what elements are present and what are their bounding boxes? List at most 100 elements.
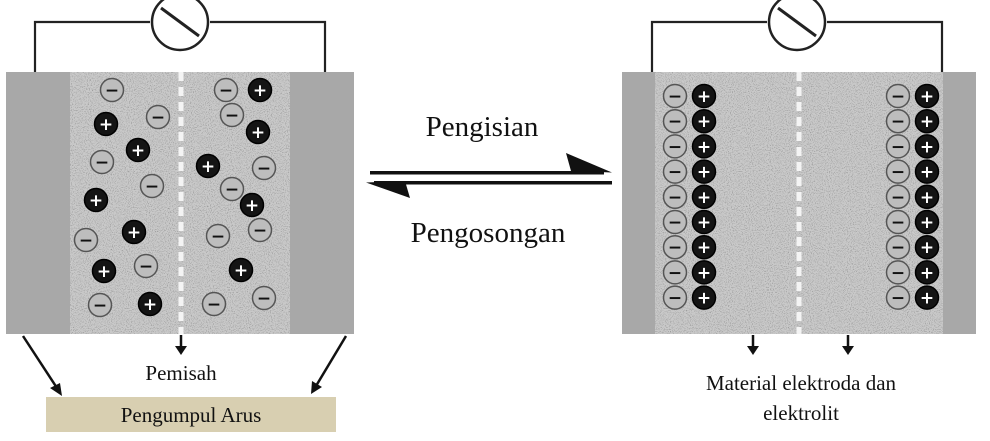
positive-ion-symbol: +	[697, 112, 711, 132]
negative-ion-symbol: −	[891, 87, 905, 107]
negative-ion: −	[885, 134, 911, 159]
positive-ion-symbol: +	[697, 238, 711, 258]
current-collector-box	[46, 397, 336, 432]
negative-ion: −	[662, 234, 688, 260]
positive-ion: +	[121, 219, 147, 245]
electrode-material-label-line2: elektrolit	[763, 401, 839, 425]
current-collector-label: Pengumpul Arus	[121, 403, 262, 427]
positive-ion-symbol: +	[697, 263, 711, 283]
negative-ion-symbol: −	[95, 153, 109, 173]
positive-ion: +	[691, 159, 717, 184]
negative-ion: −	[219, 176, 245, 202]
negative-ion: −	[213, 77, 239, 103]
negative-ion-symbol: −	[668, 213, 682, 233]
electrode-arrowhead	[747, 346, 759, 355]
left-collector-arrow-right	[314, 335, 348, 387]
positive-ion-symbol: +	[697, 137, 711, 157]
negative-ion-symbol: −	[139, 257, 153, 277]
negative-ion-symbol: −	[211, 227, 225, 247]
discharging-label: Pengosongan	[411, 217, 566, 249]
negative-ion: −	[662, 209, 688, 235]
separator-label: Pemisah	[145, 361, 217, 385]
positive-ion-symbol: +	[131, 141, 145, 161]
negative-ion-symbol: −	[257, 289, 271, 309]
negative-ion: −	[885, 260, 911, 285]
positive-ion: +	[914, 285, 940, 310]
right-cell: −+−+−+−+−+−+−+−+−+−+−+−+−+−+−+−+−+−+ Mat…	[622, 0, 976, 425]
negative-ion-symbol: −	[79, 231, 93, 251]
positive-ion: +	[914, 260, 940, 285]
positive-ion: +	[691, 184, 717, 210]
positive-ion-symbol: +	[97, 262, 111, 282]
right-circuit-wire	[650, 20, 767, 72]
positive-ion: +	[691, 285, 717, 310]
negative-ion: −	[662, 159, 688, 184]
positive-ion: +	[691, 83, 717, 109]
negative-ion-symbol: −	[891, 137, 905, 157]
negative-ion: −	[885, 234, 911, 260]
positive-ion-symbol: +	[920, 87, 934, 107]
positive-ion-symbol: +	[245, 196, 259, 216]
positive-ion: +	[83, 187, 109, 213]
negative-ion: −	[662, 134, 688, 159]
negative-ion-symbol: −	[891, 213, 905, 233]
negative-ion: −	[139, 173, 165, 199]
positive-ion-symbol: +	[127, 223, 141, 243]
positive-ion-symbol: +	[920, 188, 934, 208]
positive-ion: +	[914, 209, 940, 235]
negative-ion: −	[99, 77, 125, 103]
negative-ion-symbol: −	[219, 81, 233, 101]
negative-ion-symbol: −	[668, 289, 682, 309]
negative-ion-symbol: −	[891, 163, 905, 183]
positive-ion: +	[239, 192, 265, 218]
positive-ion: +	[91, 258, 117, 284]
positive-ion: +	[691, 260, 717, 285]
positive-ion-symbol: +	[920, 238, 934, 258]
positive-ion-symbol: +	[920, 213, 934, 233]
negative-ion-symbol: −	[105, 81, 119, 101]
positive-ion-symbol: +	[253, 81, 267, 101]
negative-ion: −	[73, 227, 99, 253]
positive-ion-symbol: +	[99, 115, 113, 135]
negative-ion-symbol: −	[253, 221, 267, 241]
negative-ion: −	[662, 83, 688, 109]
negative-ion: −	[251, 285, 277, 311]
positive-ion-symbol: +	[920, 112, 934, 132]
left-collector-arrowhead-right	[311, 381, 322, 394]
negative-ion-symbol: −	[225, 180, 239, 200]
negative-ion: −	[145, 104, 171, 130]
negative-ion-symbol: −	[668, 163, 682, 183]
positive-ion: +	[195, 153, 221, 179]
positive-ion: +	[245, 119, 271, 145]
positive-ion-symbol: +	[920, 163, 934, 183]
left-collector-arrowhead-left	[50, 383, 62, 396]
negative-ion: −	[885, 209, 911, 235]
positive-ion: +	[137, 291, 163, 317]
left-circuit-wire-right	[210, 20, 327, 72]
positive-ion: +	[914, 108, 940, 134]
voltmeter-icon	[767, 0, 827, 52]
positive-ion: +	[691, 234, 717, 260]
negative-ion: −	[205, 223, 231, 249]
positive-ion-symbol: +	[920, 289, 934, 309]
negative-ion-symbol: −	[225, 106, 239, 126]
left-ion-group: −+−+−−++−−+−+−+−++−−+−−+−−	[73, 77, 277, 318]
negative-ion-symbol: −	[891, 188, 905, 208]
negative-ion-symbol: −	[891, 289, 905, 309]
positive-ion-symbol: +	[89, 191, 103, 211]
negative-ion: −	[885, 83, 911, 109]
negative-ion-symbol: −	[668, 263, 682, 283]
positive-ion: +	[691, 209, 717, 235]
negative-ion-symbol: −	[145, 177, 159, 197]
negative-ion: −	[89, 149, 115, 175]
negative-ion-symbol: −	[257, 159, 271, 179]
positive-ion-symbol: +	[201, 157, 215, 177]
negative-ion-symbol: −	[891, 238, 905, 258]
positive-ion: +	[93, 111, 119, 137]
negative-ion-symbol: −	[668, 238, 682, 258]
negative-ion-symbol: −	[668, 87, 682, 107]
positive-ion: +	[914, 184, 940, 210]
negative-ion: −	[247, 217, 273, 243]
negative-ion: −	[885, 184, 911, 210]
